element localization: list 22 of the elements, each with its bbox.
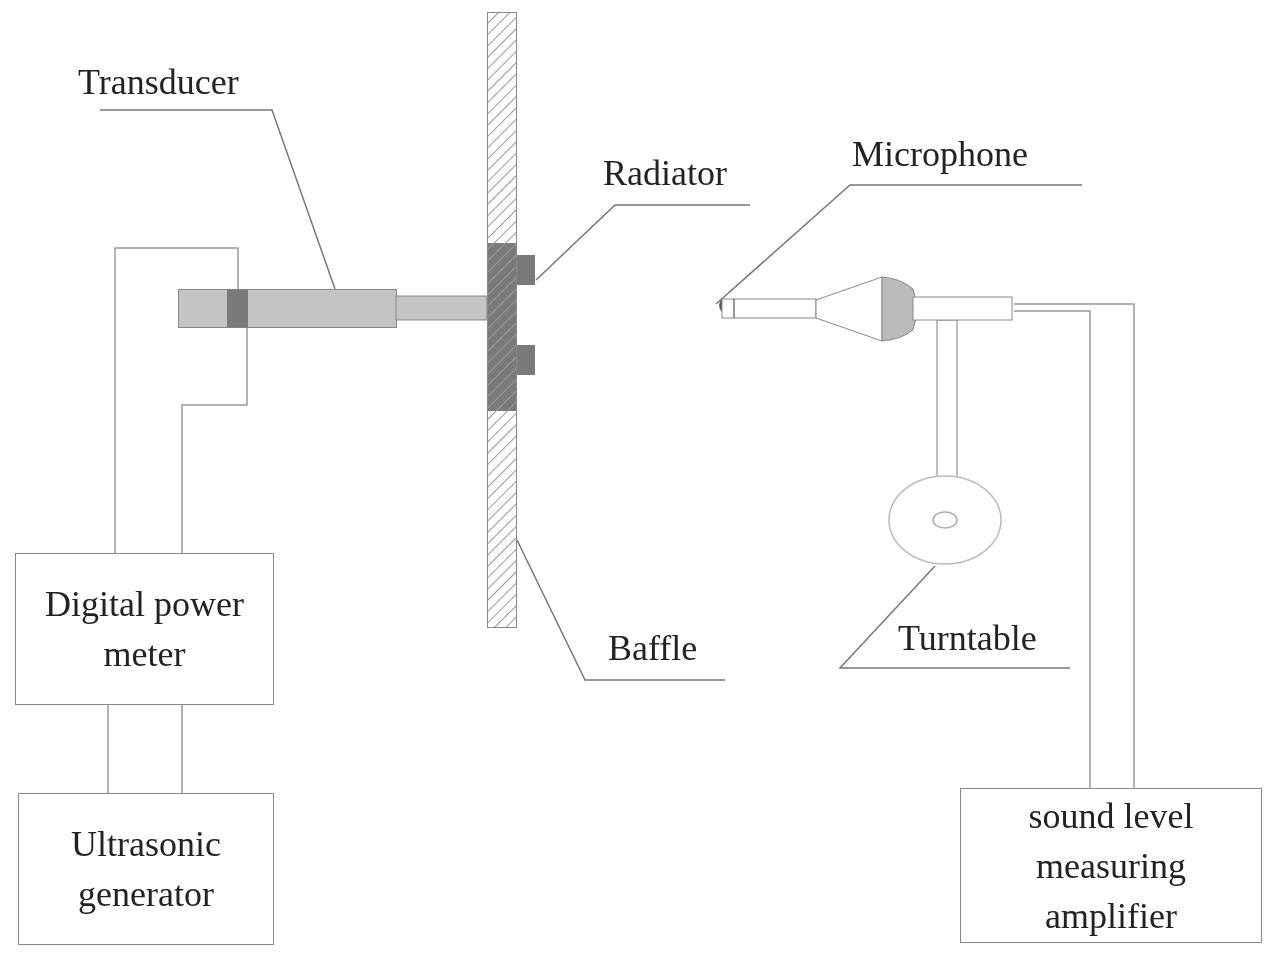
part-label: Transducer — [78, 62, 270, 104]
leader-line — [838, 565, 1071, 669]
leader-line — [99, 109, 336, 290]
turntable-drawing — [887, 474, 1003, 566]
wire — [1013, 310, 1091, 789]
amplifier-box: sound level measuring amplifier — [960, 788, 1262, 943]
wire — [114, 247, 239, 554]
part-label: Baffle — [608, 628, 708, 670]
part-label: Radiator — [603, 153, 753, 195]
wire — [181, 704, 183, 794]
wire — [181, 327, 248, 554]
leader-line — [535, 204, 751, 281]
baffle-drawing — [487, 12, 517, 628]
wire — [107, 704, 109, 794]
generator-box: Ultrasonic generator — [18, 793, 274, 945]
part-label: Turntable — [898, 618, 1068, 660]
leader-line — [715, 184, 1083, 305]
transducer-drawing — [178, 289, 488, 328]
leader-line — [516, 539, 726, 681]
power-meter-box: Digital power meter — [15, 553, 274, 705]
wire — [1013, 303, 1135, 789]
part-label: Microphone — [852, 134, 1068, 176]
